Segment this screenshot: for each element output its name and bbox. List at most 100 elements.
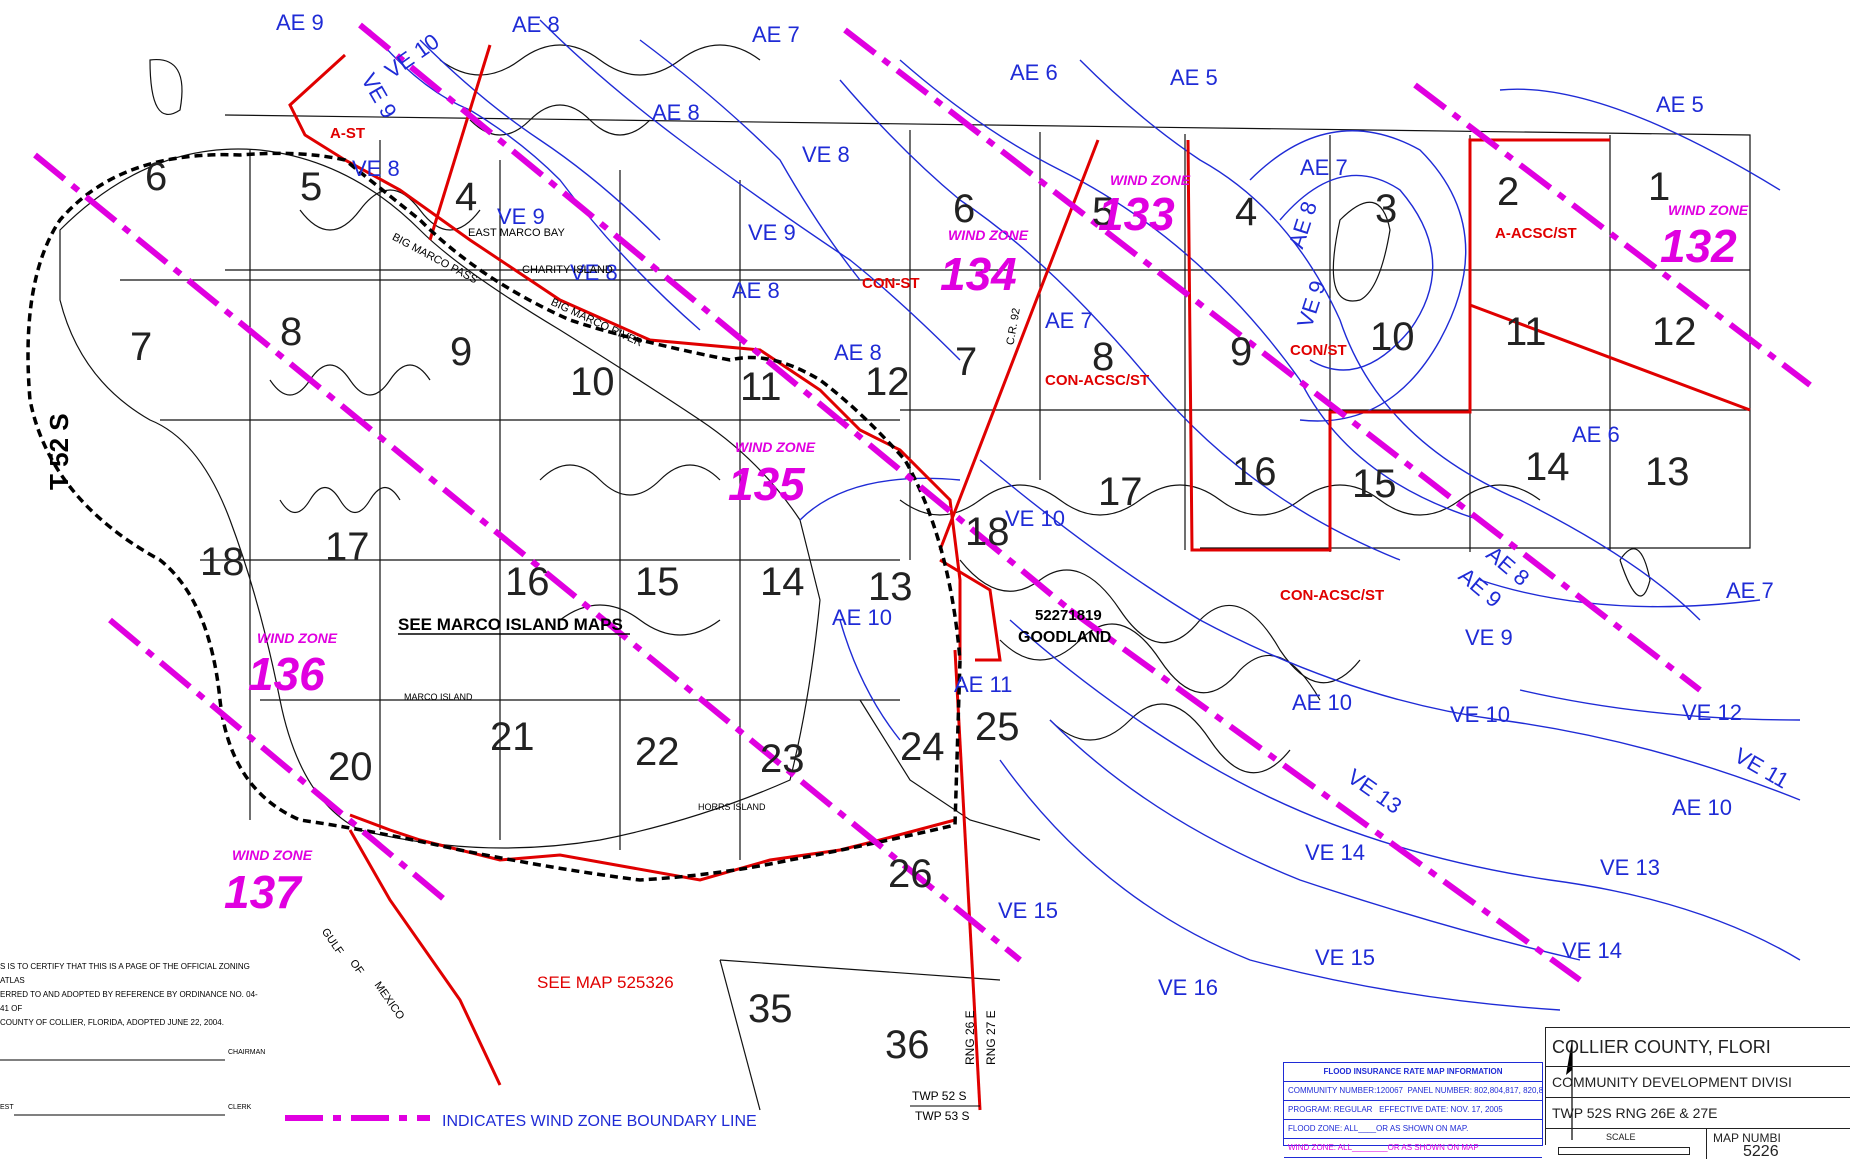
flood-label: VE 15 — [998, 898, 1058, 923]
wind-zone-number: 136 — [248, 648, 325, 700]
section-number: 26 — [888, 852, 933, 896]
map-number-label: MAP NUMBI — [1713, 1131, 1781, 1145]
section-number: 35 — [748, 987, 793, 1031]
section-number: 8 — [1092, 335, 1114, 379]
marco-island-boundary — [26, 151, 962, 882]
township-south: TWP 53 S — [915, 1109, 969, 1123]
see-map-south: SEE MAP 525326 — [537, 973, 674, 992]
flood-info-title: FLOOD INSURANCE RATE MAP INFORMATION — [1284, 1063, 1542, 1082]
flood-label: AE 11 — [954, 672, 1012, 697]
flood-label: VE 10 — [1450, 702, 1510, 727]
flood-label: VE 8 — [802, 142, 850, 167]
flood-label: VE 9 — [1292, 278, 1331, 331]
wind-zone-caption: WIND ZONE — [1110, 172, 1191, 188]
section-number: 15 — [635, 560, 680, 604]
section-number: 5 — [300, 165, 322, 209]
flood-zone-labels: AE 9 AE 8 AE 7 AE 6 AE 5 AE 5 VE 10 VE 9… — [276, 10, 1793, 1000]
section-number: 22 — [635, 730, 680, 774]
place-name: MEXICO — [372, 980, 407, 1023]
cert-line: ERRED TO AND ADOPTED BY REFERENCE BY ORD… — [0, 990, 258, 1013]
section-number: 1 — [1648, 165, 1670, 209]
flood-zone-row: FLOOD ZONE: ALL____OR AS SHOWN ON MAP. — [1284, 1120, 1542, 1139]
coastline-linework — [59, 44, 1651, 1111]
wind-zone-row: WIND ZONE: ALL________OR AS SHOWN ON MAP — [1284, 1139, 1542, 1158]
map-number: 5226 — [1743, 1143, 1779, 1160]
zoning-labels: A-ST CON-ST A-ACSC/ST CON/ST CON-ACSC/ST… — [330, 125, 1577, 604]
section-number: 18 — [965, 510, 1010, 554]
flood-label: VE 15 — [1315, 945, 1375, 970]
scale-label: SCALE — [1606, 1132, 1636, 1142]
wind-zone-caption: WIND ZONE — [735, 439, 816, 455]
flood-label: VE 10 — [380, 29, 443, 84]
section-number: 12 — [865, 360, 910, 404]
section-number: 13 — [1645, 450, 1690, 494]
wind-zone-caption: WIND ZONE — [1668, 202, 1749, 218]
wind-zone-boundaries — [33, 22, 1812, 983]
wind-zone-number: 134 — [940, 248, 1017, 300]
wind-zone-number: 137 — [224, 866, 303, 918]
section-number: 36 — [885, 1023, 930, 1067]
legend-text: INDICATES WIND ZONE BOUNDARY LINE — [442, 1113, 757, 1130]
goodland-code: 52271819 — [1035, 607, 1102, 624]
program: PROGRAM: REGULAR — [1288, 1105, 1373, 1114]
flood-label: VE 9 — [1465, 625, 1513, 650]
flood-label: AE 7 — [1726, 578, 1774, 603]
wind-zone-caption: WIND ZONE — [948, 227, 1029, 243]
wind-zone-number: 135 — [728, 458, 806, 510]
place-name: GULF — [319, 926, 346, 957]
section-number: 16 — [505, 560, 550, 604]
flood-label: VE 10 — [1005, 506, 1065, 531]
zoning-label: CON/ST — [1290, 342, 1347, 359]
section-number: 20 — [328, 745, 373, 789]
section-number: 3 — [1375, 187, 1397, 231]
chairman-label: CHAIRMAN — [228, 1049, 266, 1056]
title-block: COLLIER COUNTY, FLORI COMMUNITY DEVELOPM… — [1545, 1027, 1850, 1160]
zoning-label: CON-ACSC/ST — [1280, 587, 1384, 604]
section-number: 24 — [900, 725, 945, 769]
township-north: TWP 52 S — [912, 1089, 966, 1103]
flood-label: VE 12 — [1682, 700, 1742, 725]
section-number: 8 — [280, 310, 302, 354]
flood-label: AE 8 — [652, 100, 700, 125]
flood-info-table: FLOOD INSURANCE RATE MAP INFORMATION COM… — [1283, 1062, 1543, 1158]
flood-label: VE 8 — [352, 156, 400, 181]
section-number: 23 — [760, 737, 805, 781]
division-name: COMMUNITY DEVELOPMENT DIVISI — [1546, 1067, 1850, 1098]
section-number: 25 — [975, 705, 1020, 749]
section-number: 7 — [130, 325, 152, 369]
section-number: 14 — [1525, 445, 1570, 489]
marco-island-maps-note: SEE MARCO ISLAND MAPS — [398, 615, 623, 634]
place-name: HORRS ISLAND — [698, 802, 766, 812]
scale-cell: SCALE — [1546, 1129, 1707, 1159]
section-number: 15 — [1352, 462, 1397, 506]
township-label: T 52 S — [44, 413, 74, 490]
section-numbers: 6 5 4 7 8 9 10 11 12 18 17 16 15 14 13 2… — [130, 155, 1697, 1067]
wind-zone-number: 132 — [1660, 220, 1737, 272]
place-name: MARCO ISLAND — [404, 692, 473, 702]
flood-label: AE 6 — [1010, 60, 1058, 85]
flood-label: AE 7 — [752, 22, 800, 47]
zoning-label: A-ST — [330, 125, 365, 142]
place-name: GOODLAND — [1018, 629, 1111, 646]
section-number: 6 — [953, 187, 975, 231]
flood-label: VE 13 — [1343, 764, 1406, 819]
zoning-label: CON-ACSC/ST — [1045, 372, 1149, 389]
flood-label: AE 8 — [512, 12, 560, 37]
flood-label: VE 8 — [570, 260, 618, 285]
flood-label: AE 9 — [276, 10, 324, 35]
section-number: 16 — [1232, 450, 1277, 494]
flood-info-row: COMMUNITY NUMBER:120067 PANEL NUMBER: 80… — [1284, 1082, 1542, 1101]
wind-zone-number: 133 — [1098, 188, 1175, 240]
scale-map-row: SCALE MAP NUMBI 5226 — [1546, 1129, 1850, 1160]
flood-label: AE 6 — [1572, 422, 1620, 447]
flood-contours — [369, 19, 1801, 1011]
section-number: 14 — [760, 560, 805, 604]
flood-label: AE 8 — [732, 278, 780, 303]
section-number: 2 — [1497, 170, 1519, 214]
flood-label: VE 13 — [1600, 855, 1660, 880]
section-number: 10 — [1370, 315, 1415, 359]
clerk-label: CLERK — [228, 1104, 252, 1111]
map-number-cell: MAP NUMBI 5226 — [1707, 1129, 1850, 1160]
zoning-boundaries — [288, 44, 1751, 1111]
